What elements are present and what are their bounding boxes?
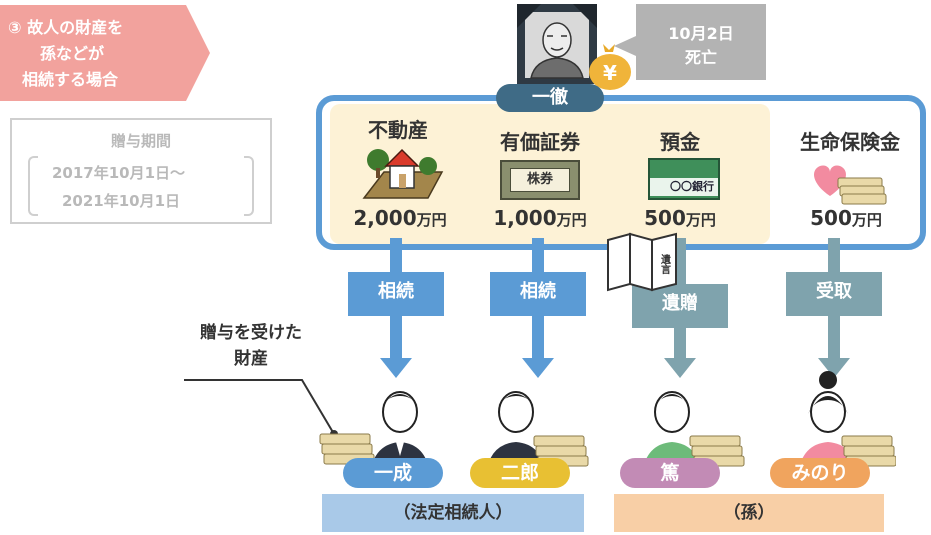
- left-bracket: [28, 156, 38, 216]
- gift-note-line2: 財産: [234, 349, 268, 369]
- arrow-head-3: [664, 358, 696, 378]
- transfer-label-2: 相続: [490, 272, 586, 316]
- money-bag-icon: ¥: [589, 44, 631, 90]
- bank-name-text: 〇〇銀行: [650, 178, 718, 196]
- amount: 2,000: [353, 206, 417, 230]
- person-name-tag-atsushi: 篤: [620, 458, 720, 488]
- asset-label-real-estate: 不動産: [368, 118, 428, 142]
- asset-value-life-insurance: 500万円: [796, 206, 896, 230]
- case-banner: ③ 故人の財産を 孫などが 相続する場合: [0, 5, 210, 101]
- asset-label-securities: 有価証券: [500, 130, 580, 154]
- asset-value-deposits: 500万円: [630, 206, 730, 230]
- gift-period-box: 贈与期間 2017年10月1日～ 2021年10月1日: [10, 118, 272, 224]
- unit: 万円: [851, 211, 882, 229]
- stock-certificate-icon: 株券: [500, 160, 580, 200]
- stock-certificate-text: 株券: [510, 168, 570, 192]
- asset-label-life-insurance: 生命保険金: [800, 130, 900, 154]
- person-name-tag-minori: みのり: [770, 458, 870, 488]
- gift-period-title: 贈与期間: [110, 132, 171, 150]
- death-label: 死亡: [684, 48, 717, 67]
- amount: 500: [810, 206, 852, 230]
- will-text: 遺言: [659, 253, 672, 275]
- case-title-line3: 相続する場合: [22, 70, 119, 89]
- transfer-label-3: 遺贈: [632, 284, 728, 328]
- gift-period-to: 2021年10月1日: [62, 192, 181, 210]
- group-legal-heirs: （法定相続人）: [322, 494, 584, 532]
- yen-symbol: ¥: [603, 61, 617, 85]
- death-date: 10月2日: [668, 24, 734, 43]
- bankbook-icon: 〇〇銀行: [648, 158, 720, 200]
- transfer-label-1: 相続: [348, 272, 444, 316]
- unit: 万円: [685, 211, 716, 229]
- transfer-label-4: 受取: [786, 272, 882, 316]
- amount: 1,000: [493, 206, 557, 230]
- will-document-icon: 遺言: [607, 232, 677, 292]
- case-title-line2: 孫などが: [40, 44, 105, 63]
- heart-money-icon: [814, 165, 887, 205]
- asset-value-securities: 1,000万円: [478, 206, 602, 230]
- person-name-tag-issei: 一成: [343, 458, 443, 488]
- arrow-head-1: [380, 358, 412, 378]
- deceased-name-tag: 一徹: [496, 84, 604, 112]
- case-title-line1: ③ 故人の財産を: [8, 18, 124, 37]
- elderly-man-icon: [517, 4, 597, 79]
- group-grandchildren: （孫）: [614, 494, 884, 532]
- death-note: 10月2日 死亡: [636, 4, 766, 80]
- gift-period-from: 2017年10月1日～: [52, 164, 186, 182]
- person-name-tag-jiro: 二郎: [470, 458, 570, 488]
- gift-note-line1: 贈与を受けた: [200, 323, 302, 343]
- right-bracket: [244, 156, 254, 216]
- amount: 500: [644, 206, 686, 230]
- asset-label-deposits: 預金: [660, 130, 700, 154]
- house-icon: [362, 148, 444, 199]
- unit: 万円: [416, 211, 447, 229]
- arrow-head-2: [522, 358, 554, 378]
- asset-value-real-estate: 2,000万円: [340, 206, 460, 230]
- unit: 万円: [556, 211, 587, 229]
- deceased-portrait: [517, 4, 597, 84]
- death-note-pointer: [614, 36, 636, 56]
